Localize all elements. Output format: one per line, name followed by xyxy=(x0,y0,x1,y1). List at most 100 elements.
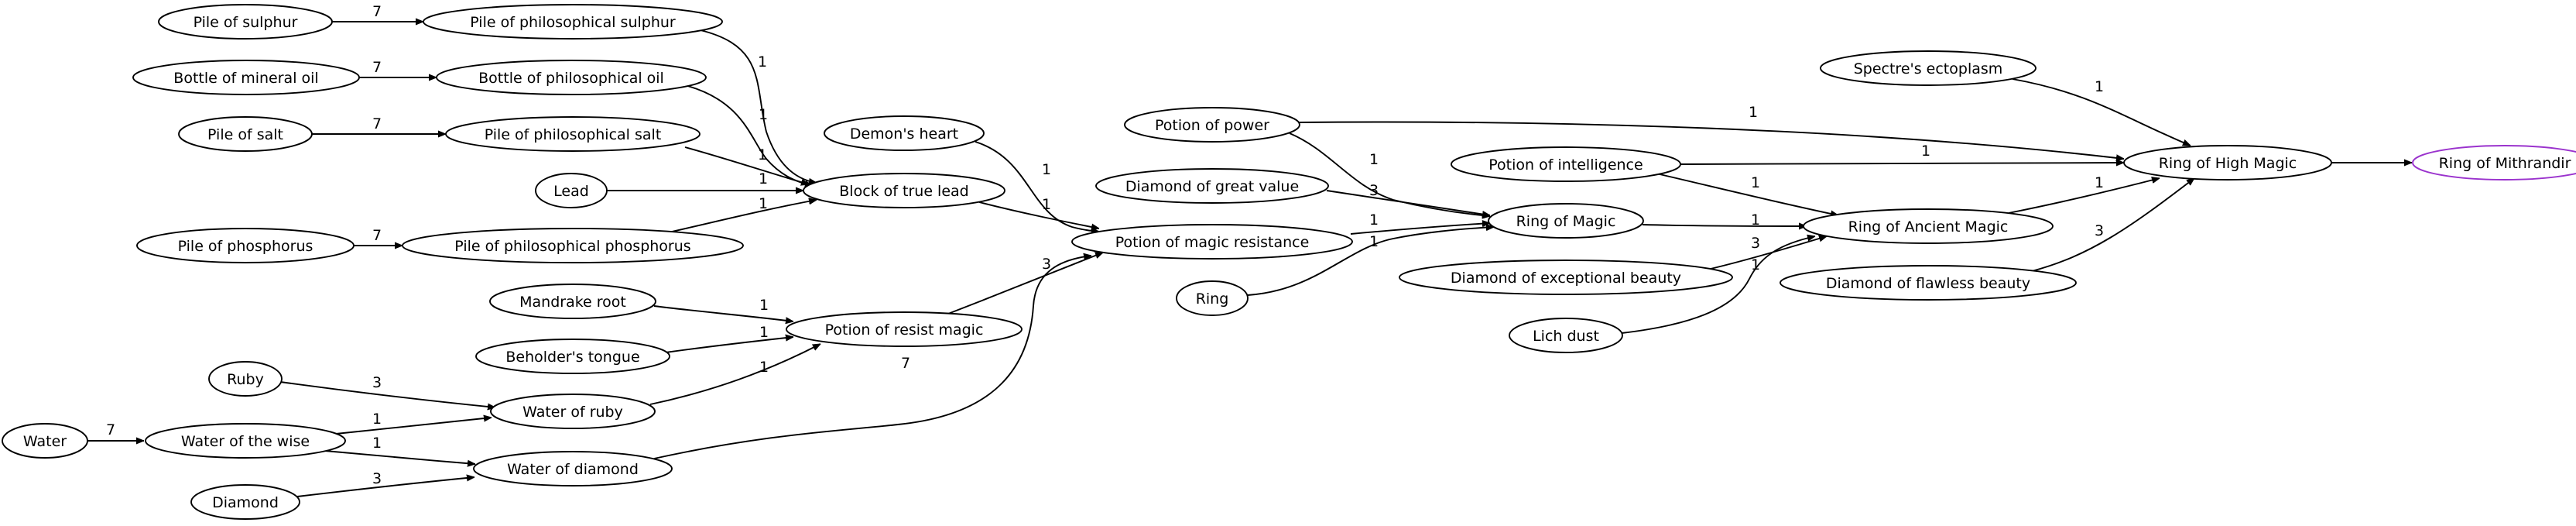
edge-line xyxy=(1621,236,1815,334)
edge-line xyxy=(1710,236,1827,270)
edge-quantity-label: 3 xyxy=(1369,182,1379,199)
node-label: Lead xyxy=(553,183,589,200)
edge-phil_salt-to-true_lead: 1 xyxy=(684,146,809,184)
edge-quantity-label: 7 xyxy=(372,3,382,20)
node-diamond: Diamond xyxy=(190,484,300,520)
edge-true_lead-to-magic_resistance: 1 xyxy=(978,196,1099,229)
edge-quantity-label: 3 xyxy=(1042,256,1051,273)
node-ring: Ring xyxy=(1176,280,1249,316)
edge-quantity-label: 7 xyxy=(372,227,382,244)
edge-lich_dust-to-ring_ancient: 1 xyxy=(1621,236,1815,334)
node-label: Diamond of flawless beauty xyxy=(1826,275,2030,292)
node-ring-magic: Ring of Magic xyxy=(1488,203,1644,239)
node-ellipse xyxy=(423,4,723,40)
edge-phil_phosphorus-to-true_lead: 1 xyxy=(671,195,817,232)
edge-quantity-label: 3 xyxy=(372,470,382,487)
edge-mineral_oil-to-phil_oil: 7 xyxy=(359,59,437,77)
edge-line xyxy=(700,29,817,183)
node-ellipse xyxy=(1124,107,1300,143)
edge-quantity-label: 1 xyxy=(372,435,382,452)
edge-line xyxy=(2012,78,2191,146)
node-ellipse xyxy=(1820,50,2036,86)
node-demons-heart: Demon's heart xyxy=(824,115,985,151)
edge-line xyxy=(1680,163,2124,164)
edge-demons_heart-to-magic_resistance: 1 xyxy=(975,141,1099,232)
node-label: Pile of philosophical phosphorus xyxy=(454,238,690,255)
edge-lead-to-true_lead: 1 xyxy=(607,170,803,191)
edge-mandrake-to-resist_magic: 1 xyxy=(653,297,793,321)
node-label: Pile of philosophical salt xyxy=(485,126,662,143)
edge-line xyxy=(335,418,492,435)
edge-quantity-label: 7 xyxy=(106,421,115,438)
edge-quantity-label: 1 xyxy=(372,411,382,428)
edge-line xyxy=(671,200,817,232)
edge-line xyxy=(665,337,793,353)
node-ellipse xyxy=(490,394,656,429)
edge-line xyxy=(653,256,1091,459)
node-label: Water of diamond xyxy=(507,461,639,478)
node-potion-power: Potion of power xyxy=(1124,107,1300,143)
node-label: Beholder's tongue xyxy=(505,349,639,366)
edge-magic_resistance-to-ring_magic: 1 xyxy=(1350,211,1490,235)
edge-line xyxy=(324,450,475,464)
edge-quantity-label: 1 xyxy=(1369,151,1379,168)
node-ellipse xyxy=(132,60,360,95)
node-ellipse xyxy=(786,311,1023,347)
node-ellipse xyxy=(402,228,744,263)
edge-quantity-label: 1 xyxy=(1921,143,1930,160)
node-ellipse xyxy=(2,423,88,459)
node-ellipse xyxy=(208,361,283,397)
edge-quantity-label: 3 xyxy=(1751,235,1760,252)
node-label: Demon's heart xyxy=(850,125,958,143)
edge-quantity-label: 1 xyxy=(2095,174,2104,191)
node-label: Bottle of mineral oil xyxy=(173,70,318,87)
edge-line xyxy=(1642,225,1807,226)
edge-quantity-label: 1 xyxy=(759,195,768,212)
node-label: Diamond xyxy=(212,494,279,511)
edge-quantity-label: 1 xyxy=(1751,256,1760,273)
node-mandrake: Mandrake root xyxy=(489,284,656,319)
edge-quantity-label: 1 xyxy=(759,324,769,341)
node-label: Diamond of exceptional beauty xyxy=(1451,270,1681,287)
edge-quantity-label: 7 xyxy=(372,59,382,76)
node-label: Ring of Mithrandir xyxy=(2439,155,2571,172)
node-true-lead: Block of true lead xyxy=(803,173,1005,208)
edge-line xyxy=(1350,223,1490,235)
node-ellipse xyxy=(2123,145,2332,180)
edge-phil_sulphur-to-true_lead: 1 xyxy=(700,29,817,183)
edge-line xyxy=(653,305,793,321)
edge-quantity-label: 1 xyxy=(758,53,767,70)
edge-spectre-to-ring_high: 1 xyxy=(2012,78,2191,146)
node-diamond-great: Diamond of great value xyxy=(1095,168,1329,204)
edge-quantity-label: 1 xyxy=(1042,161,1051,178)
node-magic-resistance: Potion of magic resistance xyxy=(1071,224,1353,260)
node-ellipse xyxy=(190,484,300,520)
node-ellipse xyxy=(1780,265,2077,301)
edge-pile_sulphur-to-phil_sulphur: 7 xyxy=(332,3,423,22)
edge-diamond_great-to-ring_magic: 3 xyxy=(1326,182,1490,215)
edge-quantity-label: 7 xyxy=(372,115,382,132)
node-label: Ruby xyxy=(227,371,264,388)
node-phil-sulphur: Pile of philosophical sulphur xyxy=(423,4,723,40)
node-label: Ring xyxy=(1196,291,1229,308)
edge-diamond_exceptional-to-ring_ancient: 3 xyxy=(1710,235,1827,270)
node-beholder: Beholder's tongue xyxy=(475,339,670,374)
edge-resist_magic-to-magic_resistance: 3 xyxy=(947,252,1103,315)
node-ellipse xyxy=(1399,260,1733,295)
node-label: Water xyxy=(23,433,67,450)
node-ellipse xyxy=(1095,168,1329,204)
node-ellipse xyxy=(535,173,608,208)
node-lich-dust: Lich dust xyxy=(1509,318,1623,353)
edge-water_ruby-to-resist_magic: 1 xyxy=(649,343,820,405)
node-lead: Lead xyxy=(535,173,608,208)
edge-quantity-label: 3 xyxy=(2095,222,2104,239)
node-water-ruby: Water of ruby xyxy=(490,394,656,429)
node-water: Water xyxy=(2,423,88,459)
edge-line xyxy=(978,201,1099,229)
edge-line xyxy=(1298,121,2124,159)
edge-pile_salt-to-phil_salt: 7 xyxy=(312,115,446,134)
node-ellipse xyxy=(824,115,985,151)
node-water-diamond: Water of diamond xyxy=(473,451,673,486)
